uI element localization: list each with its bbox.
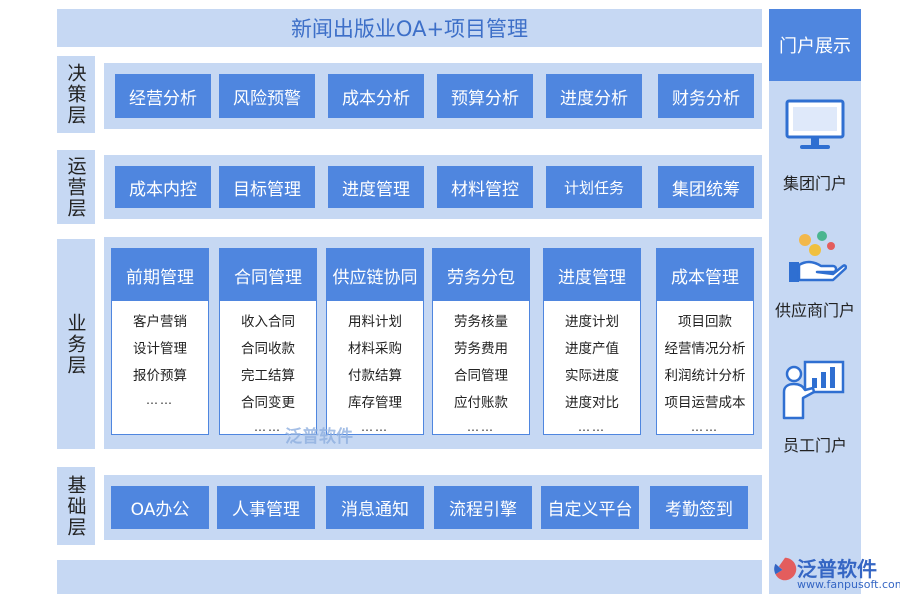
portal-column-title: 门户展示 <box>769 9 861 81</box>
business-card: 劳务分包 劳务核量 劳务费用 合同管理 应付账款 …… <box>432 248 530 435</box>
fanpu-logo-icon <box>774 557 797 581</box>
card-more: …… <box>467 420 495 434</box>
layer-label-business: 业务层 <box>57 239 95 449</box>
foundation-item: 消息通知 <box>326 486 424 529</box>
card-item: 进度计划 <box>565 314 619 330</box>
foundation-item: 考勤签到 <box>650 486 748 529</box>
operation-item: 进度管理 <box>328 166 424 208</box>
decision-item: 预算分析 <box>437 74 533 118</box>
foundation-item: OA办公 <box>111 486 209 529</box>
card-item: 客户营销 <box>133 314 187 330</box>
card-item: 进度产值 <box>565 341 619 357</box>
business-card: 进度管理 进度计划 进度产值 实际进度 进度对比 …… <box>543 248 641 435</box>
card-item: 劳务费用 <box>454 341 508 357</box>
business-card: 合同管理 收入合同 合同收款 完工结算 合同变更 …… <box>219 248 317 435</box>
logo-url: www.fanpusoft.com <box>797 578 900 591</box>
operation-item: 计划任务 <box>546 166 642 208</box>
decision-item: 风险预警 <box>219 74 315 118</box>
card-item: 项目运营成本 <box>664 395 746 411</box>
business-card: 前期管理 客户营销 设计管理 报价预算 …… <box>111 248 209 435</box>
card-item: 劳务核量 <box>454 314 508 330</box>
decision-item: 经营分析 <box>115 74 211 118</box>
card-item: 合同管理 <box>454 368 508 384</box>
monitor-icon <box>785 99 845 149</box>
layer-label-operation: 运营层 <box>57 150 95 224</box>
card-item: 用料计划 <box>348 314 402 330</box>
card-item: 进度对比 <box>565 395 619 411</box>
card-item: 经营情况分析 <box>664 341 746 357</box>
card-item: 材料采购 <box>348 341 402 357</box>
card-item: 设计管理 <box>133 341 187 357</box>
card-title: 劳务分包 <box>433 249 529 301</box>
card-more: …… <box>691 420 719 434</box>
card-item: 收入合同 <box>241 314 295 330</box>
card-item: 实际进度 <box>565 368 619 384</box>
card-more: …… <box>578 420 606 434</box>
portal-label-supplier: 供应商门户 <box>774 301 855 320</box>
card-title: 进度管理 <box>544 249 640 301</box>
card-item: 项目回款 <box>678 314 732 330</box>
operation-item: 目标管理 <box>219 166 315 208</box>
decision-item: 成本分析 <box>328 74 424 118</box>
decision-row: 经营分析 风险预警 成本分析 预算分析 进度分析 财务分析 <box>104 63 762 129</box>
portal-label-group: 集团门户 <box>782 174 847 193</box>
operation-item: 集团统筹 <box>658 166 754 208</box>
decision-item: 财务分析 <box>658 74 754 118</box>
card-item: 付款结算 <box>348 368 402 384</box>
hand-coins-icon <box>789 231 847 282</box>
business-card: 成本管理 项目回款 经营情况分析 利润统计分析 项目运营成本 …… <box>656 248 754 435</box>
foundation-item: 自定义平台 <box>541 486 639 529</box>
card-item: 应付账款 <box>454 395 508 411</box>
logo-name: 泛普软件 <box>797 557 877 581</box>
card-title: 成本管理 <box>657 249 753 301</box>
diagram-title: 新闻出版业OA+项目管理 <box>57 9 762 47</box>
card-more: …… <box>146 393 174 407</box>
card-title: 前期管理 <box>112 249 208 301</box>
watermark: 泛普软件 <box>285 427 353 447</box>
card-more: …… <box>254 420 282 434</box>
layer-label-decision: 决策层 <box>57 56 95 133</box>
card-item: 完工结算 <box>241 368 295 384</box>
decision-item: 进度分析 <box>546 74 642 118</box>
card-more: …… <box>361 420 389 434</box>
card-item: 合同变更 <box>241 395 295 411</box>
bottom-strip <box>57 560 762 594</box>
foundation-item: 人事管理 <box>217 486 315 529</box>
presenter-icon <box>782 360 845 420</box>
card-item: 利润统计分析 <box>664 368 746 384</box>
operation-item: 材料管控 <box>437 166 533 208</box>
card-item: 报价预算 <box>133 368 187 384</box>
card-title: 供应链协同 <box>327 249 423 301</box>
business-card: 供应链协同 用料计划 材料采购 付款结算 库存管理 …… <box>326 248 424 435</box>
operation-row: 成本内控 目标管理 进度管理 材料管控 计划任务 集团统筹 <box>104 155 762 219</box>
portal-label-employee: 员工门户 <box>782 436 847 455</box>
foundation-row: OA办公 人事管理 消息通知 流程引擎 自定义平台 考勤签到 <box>104 475 762 540</box>
card-item: 合同收款 <box>241 341 295 357</box>
foundation-item: 流程引擎 <box>434 486 532 529</box>
operation-item: 成本内控 <box>115 166 211 208</box>
card-title: 合同管理 <box>220 249 316 301</box>
card-item: 库存管理 <box>348 395 402 411</box>
layer-label-foundation: 基础层 <box>57 467 95 545</box>
